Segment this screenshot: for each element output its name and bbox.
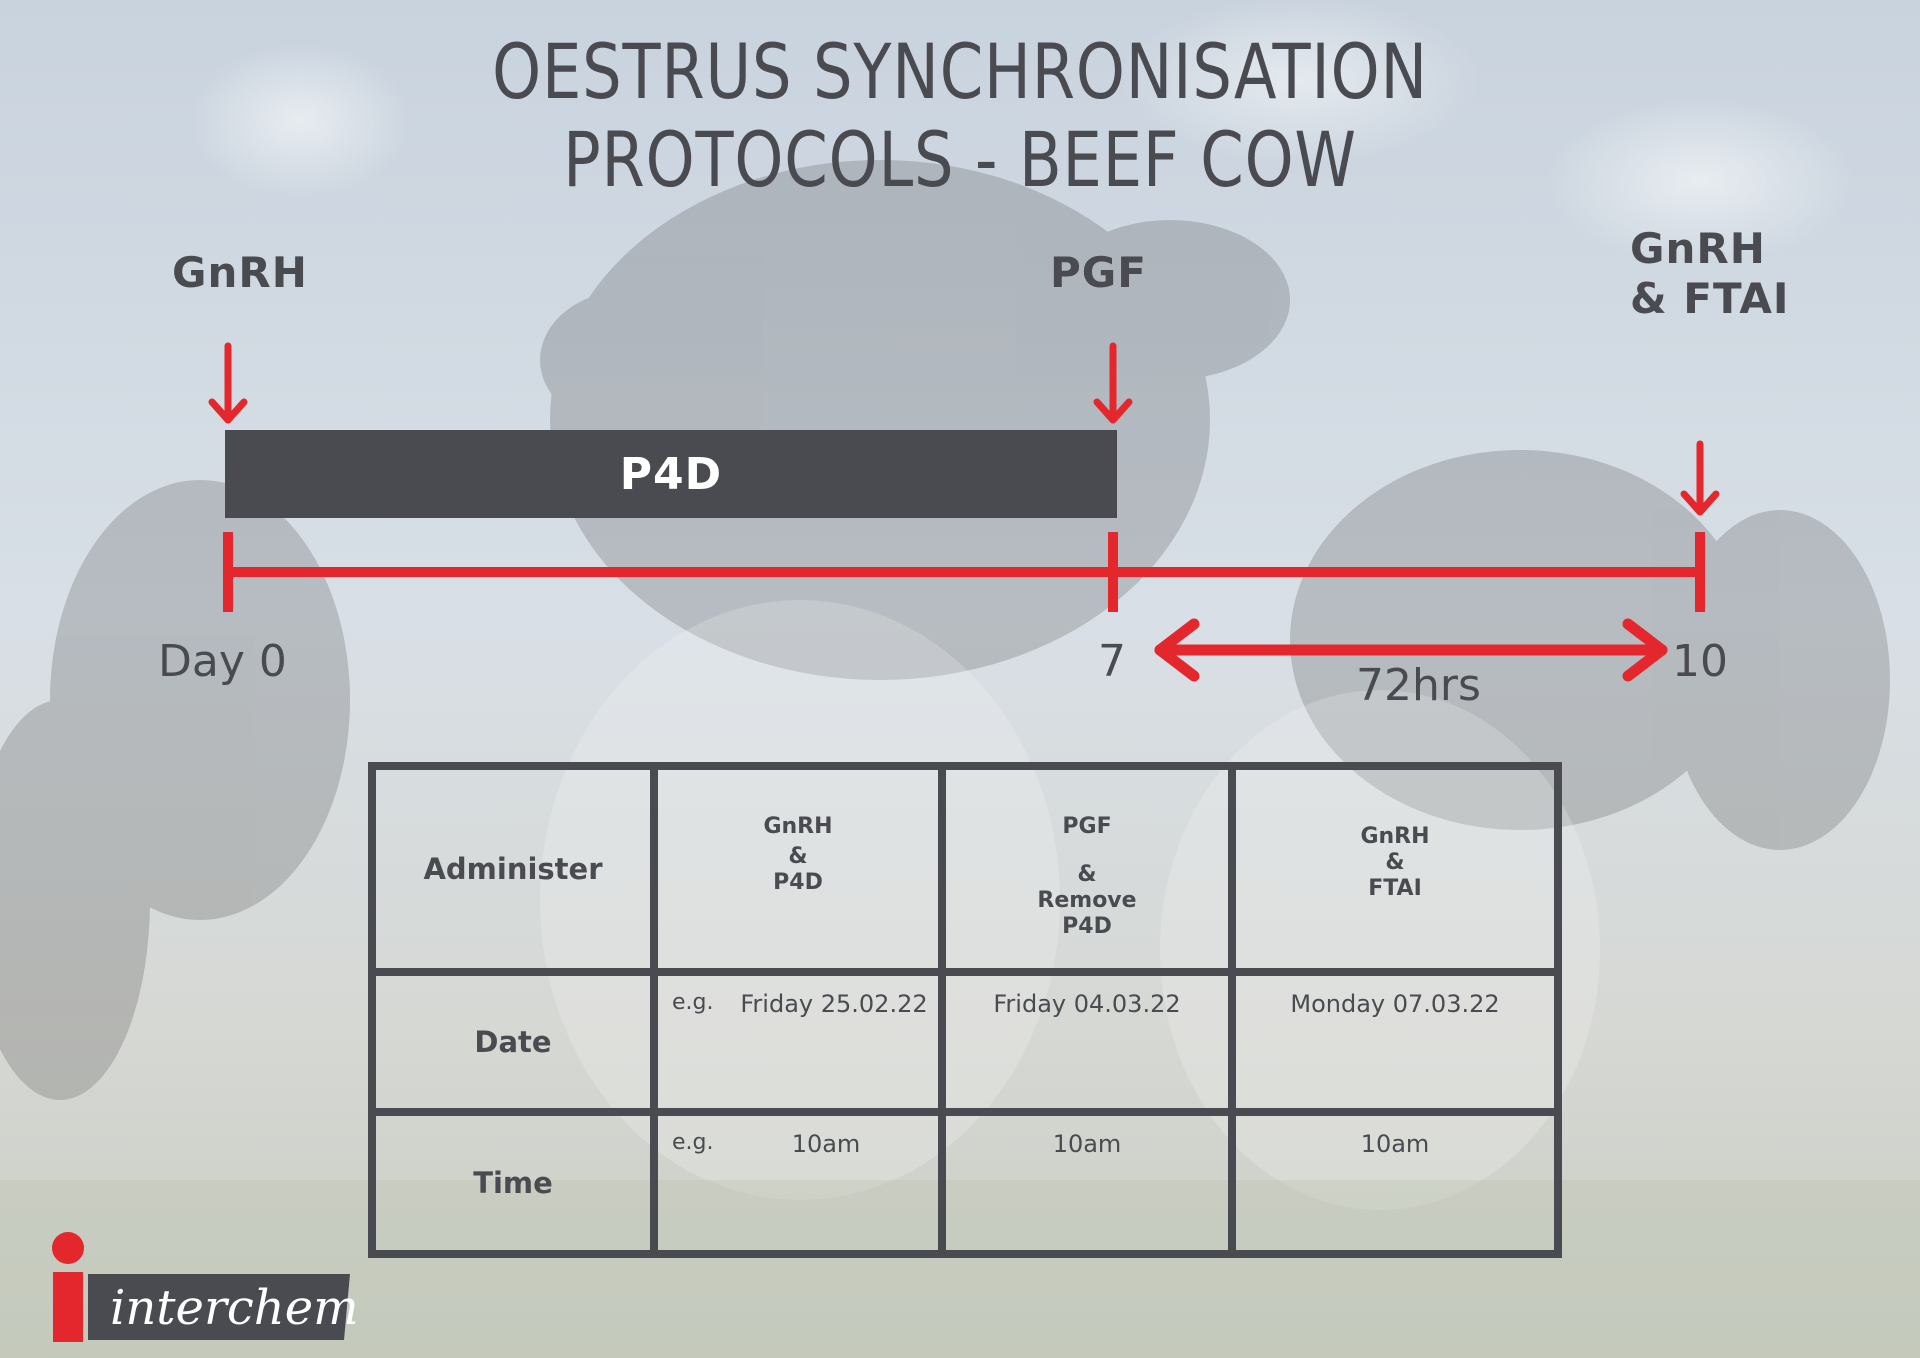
- administer-day7-cell: PGF & Remove P4D: [938, 762, 1236, 976]
- administer-day10-cell: GnRH & FTAI: [1228, 762, 1562, 976]
- day0-arrow-icon: [208, 342, 248, 424]
- administer-day0-line: GnRH: [763, 814, 833, 839]
- administer-day7-line: PGF: [1062, 814, 1112, 839]
- date-day10-value: Monday 07.03.22: [1290, 990, 1500, 1018]
- eg-label: e.g.: [672, 1130, 714, 1155]
- day7-event-label: PGF: [1050, 248, 1147, 297]
- day10-event-label: GnRH & FTAI: [1630, 224, 1789, 324]
- date-day0-cell: e.g. Friday 25.02.22: [650, 968, 946, 1116]
- administer-day7-line: P4D: [1062, 914, 1112, 939]
- time-day0-value: 10am: [791, 1130, 861, 1158]
- day10-event-line-1: GnRH: [1630, 224, 1766, 273]
- administer-day7-line: &: [1077, 862, 1097, 887]
- title-line-2: PROTOCOLS - BEEF COW: [563, 115, 1357, 204]
- title-line-1: OESTRUS SYNCHRONISATION: [492, 27, 1428, 116]
- time-day7-cell: 10am: [938, 1108, 1236, 1258]
- administer-day0-cell: GnRH & P4D: [650, 762, 946, 976]
- page-title: OESTRUS SYNCHRONISATION PROTOCOLS - BEEF…: [173, 28, 1747, 204]
- time-day7-value: 10am: [1052, 1130, 1122, 1158]
- day7-label: 7: [1098, 636, 1126, 687]
- schedule-table: Administer GnRH & P4D PGF & Remove P4D G…: [368, 762, 1562, 1258]
- time-day0-cell: e.g. 10am: [650, 1108, 946, 1258]
- administer-day10-line: &: [1385, 850, 1405, 875]
- date-day0-value: Friday 25.02.22: [740, 990, 928, 1018]
- day10-event-line-2: & FTAI: [1630, 274, 1790, 323]
- day10-label: 10: [1672, 636, 1728, 687]
- row-header-date: Date: [368, 968, 658, 1116]
- date-day7-value: Friday 04.03.22: [993, 990, 1181, 1018]
- row-header-time: Time: [368, 1108, 658, 1258]
- date-day7-cell: Friday 04.03.22: [938, 968, 1236, 1116]
- time-day10-value: 10am: [1360, 1130, 1430, 1158]
- table-row-date: Date e.g. Friday 25.02.22 Friday 04.03.2…: [368, 968, 1562, 1116]
- administer-day10-line: GnRH: [1360, 824, 1430, 849]
- logo-wordmark: interchem: [110, 1280, 359, 1336]
- day0-event-label: GnRH: [172, 248, 308, 297]
- time-day10-cell: 10am: [1228, 1108, 1562, 1258]
- row-header-administer: Administer: [368, 762, 658, 976]
- date-day10-cell: Monday 07.03.22: [1228, 968, 1562, 1116]
- p4d-bar: P4D: [225, 430, 1117, 518]
- day10-arrow-icon: [1680, 440, 1720, 516]
- p4d-bar-label: P4D: [619, 448, 723, 500]
- administer-day0-line: &: [788, 844, 808, 869]
- day7-arrow-icon: [1093, 342, 1133, 424]
- interchem-logo: interchem: [44, 1228, 364, 1344]
- interval-label: 72hrs: [1356, 660, 1481, 711]
- administer-day0-line: P4D: [773, 870, 823, 895]
- eg-label: e.g.: [672, 990, 714, 1015]
- table-row-administer: Administer GnRH & P4D PGF & Remove P4D G…: [368, 762, 1562, 976]
- table-row-time: Time e.g. 10am 10am 10am: [368, 1108, 1562, 1258]
- administer-day10-line: FTAI: [1368, 876, 1422, 901]
- administer-day7-line: Remove: [1037, 888, 1137, 913]
- interval-double-arrow-icon: [1154, 618, 1668, 682]
- day0-label: Day 0: [158, 636, 287, 687]
